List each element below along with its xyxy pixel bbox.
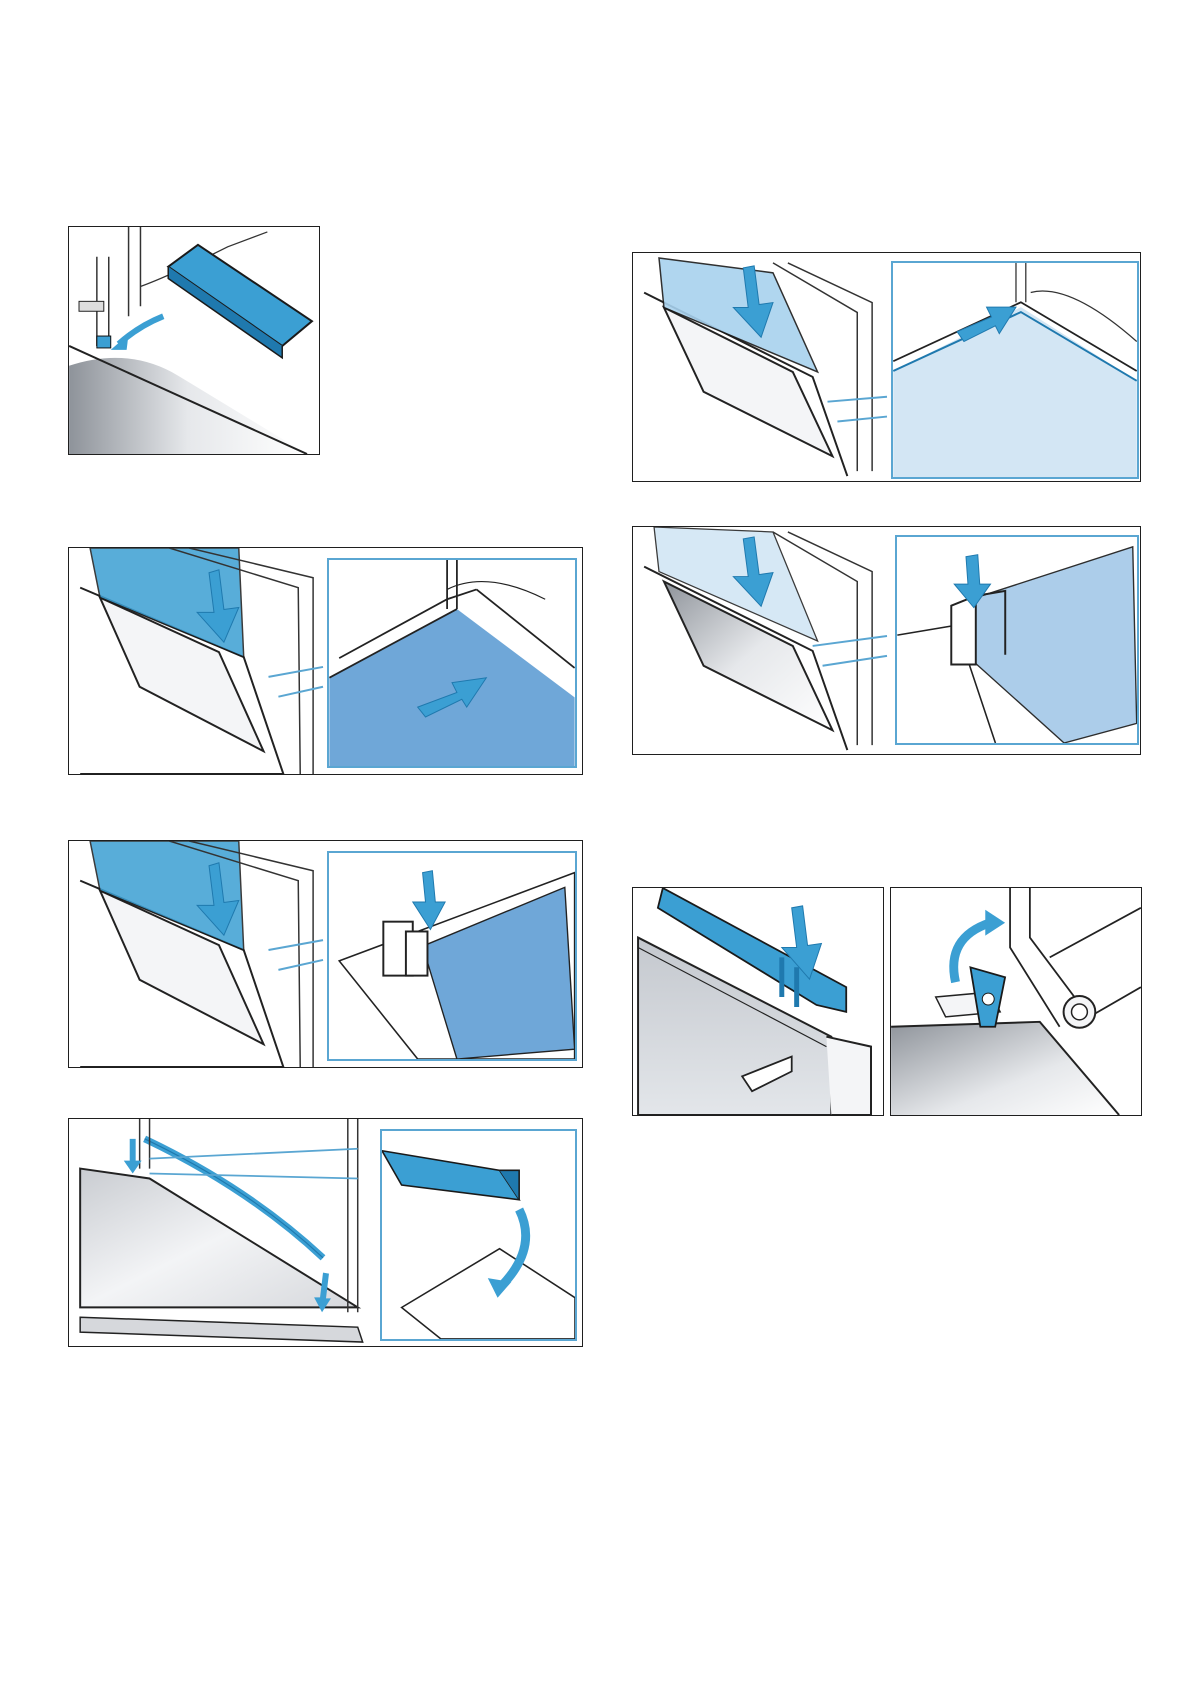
figure-refit-seal-strip	[68, 1118, 583, 1347]
figure-insert-middle-pane	[68, 840, 583, 1068]
inset-detail-pane-holder	[895, 535, 1139, 745]
illustration-detail-push-back	[893, 263, 1137, 477]
illustration-fit-cover	[633, 888, 883, 1115]
inset-detail-seal	[380, 1129, 577, 1341]
figure-insert-pane-push-back	[632, 252, 1141, 482]
illustration-remove-cover	[69, 227, 319, 454]
figure-fit-cover-strip	[632, 887, 884, 1116]
illustration-hinge-lever	[891, 888, 1141, 1115]
illustration-detail-hooks	[329, 560, 575, 766]
figure-close-hinge-lever	[890, 887, 1142, 1116]
illustration-detail-seal	[382, 1131, 575, 1339]
figure-insert-inner-pane	[68, 547, 583, 775]
figure-insert-pane-into-holder	[632, 526, 1141, 755]
figure-remove-cover-strip	[68, 226, 320, 455]
inset-detail-holder	[327, 851, 577, 1061]
inset-detail-hooks	[327, 558, 577, 768]
arrow-down-icon	[413, 871, 445, 930]
illustration-detail-holder	[329, 853, 575, 1059]
illustration-detail-pane-holder	[897, 537, 1137, 743]
inset-detail-push-back	[891, 261, 1139, 479]
